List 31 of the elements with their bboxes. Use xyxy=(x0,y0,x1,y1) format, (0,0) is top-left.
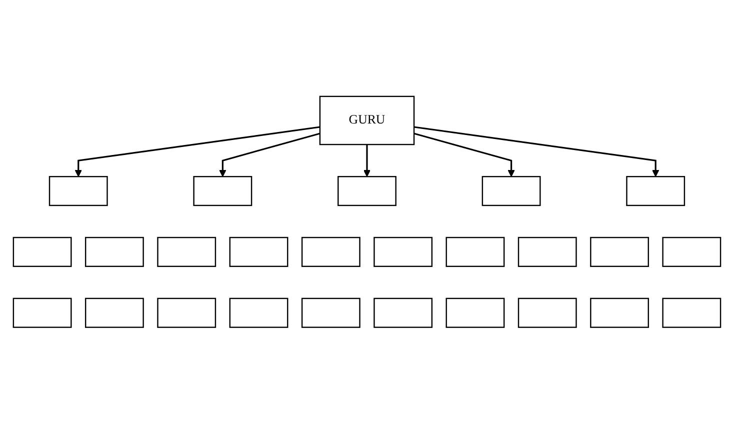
node-box xyxy=(590,297,649,328)
node-box xyxy=(193,176,252,206)
node-box xyxy=(374,236,433,267)
node-box xyxy=(626,176,686,206)
node-box xyxy=(662,297,722,328)
node-box xyxy=(374,297,433,328)
node-box xyxy=(85,236,144,267)
node-box xyxy=(518,236,577,267)
arrow xyxy=(74,126,320,177)
node-box xyxy=(590,236,649,267)
node-box xyxy=(157,297,216,328)
node-box xyxy=(662,236,722,267)
arrow xyxy=(414,132,515,177)
node-box xyxy=(157,236,216,267)
node-box xyxy=(85,297,144,328)
node-box xyxy=(482,176,541,206)
node-box xyxy=(229,297,288,328)
node-box xyxy=(446,297,505,328)
node-box xyxy=(229,236,288,267)
arrow xyxy=(363,144,371,177)
node-box xyxy=(301,236,360,267)
node-box xyxy=(48,176,108,206)
node-box xyxy=(518,297,577,328)
node-box xyxy=(446,236,505,267)
arrow xyxy=(219,132,320,177)
node-box xyxy=(301,297,360,328)
node-box xyxy=(12,236,72,267)
node-box: GURU xyxy=(319,95,415,145)
node-box xyxy=(338,176,396,206)
node-box xyxy=(12,297,72,328)
arrow xyxy=(414,126,660,177)
